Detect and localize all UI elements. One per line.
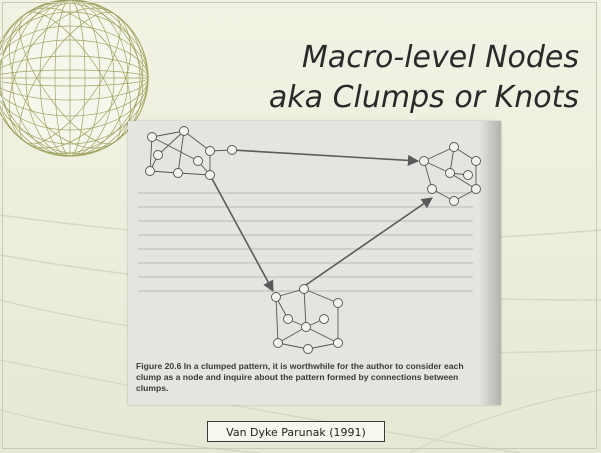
clump-network-diagram xyxy=(138,126,481,354)
citation-box: Van Dyke Parunak (1991) xyxy=(207,421,385,442)
clump-3-nodes xyxy=(271,284,343,354)
title-line-1: Macro-level Nodes xyxy=(301,40,579,75)
scanned-figure: Figure 20.6 In a clumped pattern, it is … xyxy=(128,121,501,405)
page-curl-shadow xyxy=(479,121,501,405)
slide-border xyxy=(2,2,597,449)
clump-1-nodes xyxy=(145,126,237,180)
figure-caption: Figure 20.6 In a clumped pattern, it is … xyxy=(136,361,464,393)
title-line-2: aka Clumps or Knots xyxy=(268,80,579,115)
slide-title: Macro-level Nodes aka Clumps or Knots xyxy=(219,38,579,118)
inter-clump-links xyxy=(209,149,433,292)
clump-2-nodes xyxy=(419,142,481,206)
wireframe-globe-decoration xyxy=(0,0,149,157)
